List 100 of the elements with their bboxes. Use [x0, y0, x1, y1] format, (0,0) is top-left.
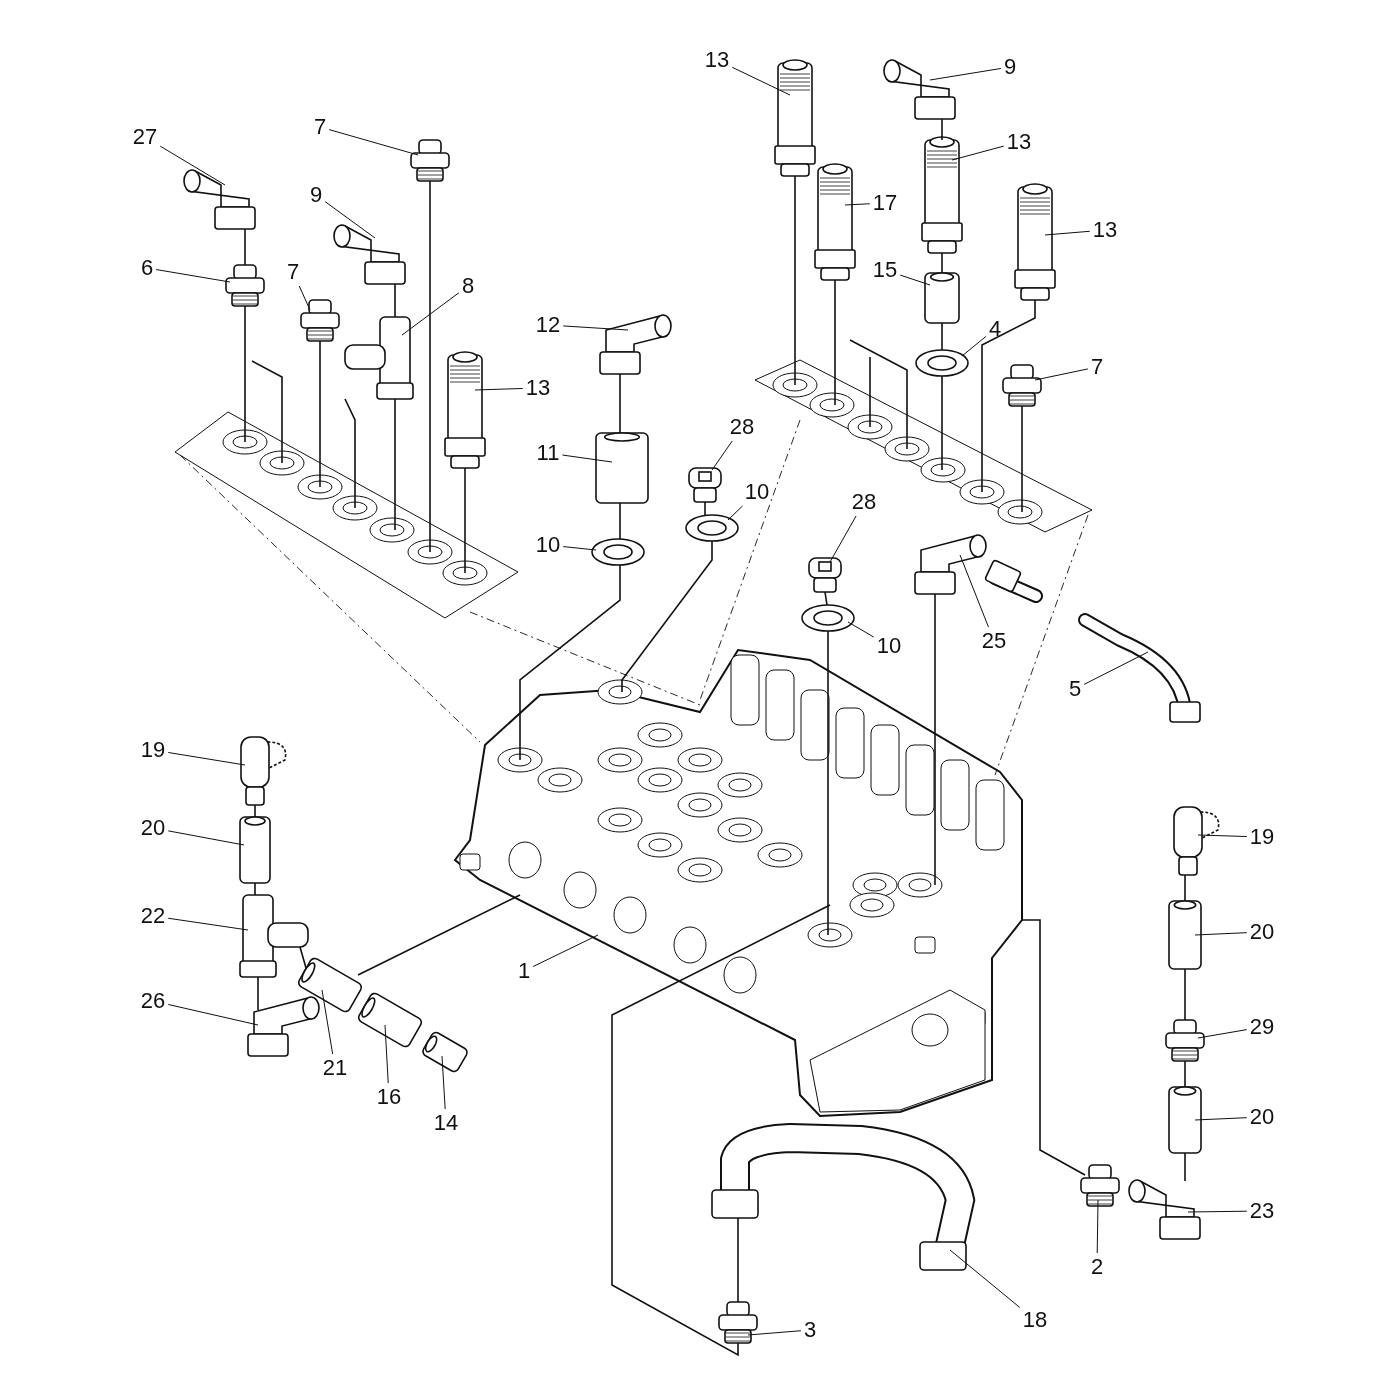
callout-number: 12	[534, 313, 562, 337]
callout-number: 28	[728, 415, 756, 439]
leader-line	[562, 546, 597, 551]
leader-line	[167, 830, 245, 846]
callout-number: 20	[1248, 920, 1276, 944]
leader-line	[532, 934, 599, 968]
leader-line	[731, 66, 791, 96]
leader-line	[1187, 1210, 1248, 1213]
callout-number: 29	[1248, 1015, 1276, 1039]
port-plate-drawing	[174, 411, 519, 619]
callout-number: 23	[1248, 1199, 1276, 1223]
leader-line	[321, 989, 334, 1055]
leader-line	[929, 68, 1002, 81]
callout-number: 16	[375, 1085, 403, 1109]
elbow-fitting-drawing	[247, 996, 320, 1057]
callout-number: 13	[1091, 218, 1119, 242]
callout-number: 10	[534, 533, 562, 557]
callout-number: 5	[1067, 677, 1083, 701]
callout-number: 20	[139, 816, 167, 840]
leader-line	[561, 454, 613, 463]
assembly-line	[834, 279, 836, 406]
assembly-line	[257, 976, 259, 1011]
washer-drawing	[591, 538, 645, 566]
leader-line	[1194, 932, 1248, 936]
leader-line	[961, 335, 987, 357]
callout-number: 13	[524, 376, 552, 400]
leader-line	[1197, 1029, 1248, 1039]
leader-line	[747, 1330, 802, 1336]
assembly-line	[621, 540, 713, 693]
plug-drawing	[688, 467, 722, 503]
assembly-line	[941, 252, 943, 274]
leader-line	[167, 1004, 259, 1026]
leader-line	[384, 1024, 389, 1084]
adapter-fitting-drawing	[300, 299, 340, 342]
leader-line	[727, 505, 743, 521]
leader-line	[155, 269, 231, 283]
assembly-line	[319, 340, 321, 488]
assembly-line	[941, 118, 943, 141]
callout-number: 6	[139, 256, 155, 280]
callout-number: 14	[432, 1111, 460, 1135]
leader-line	[1083, 651, 1149, 685]
assembly-line	[394, 283, 396, 318]
sensor-drawing	[1173, 806, 1220, 876]
callout-number: 21	[321, 1056, 349, 1080]
leader-line	[1096, 1199, 1099, 1254]
callout-number: 10	[743, 480, 771, 504]
adapter-fitting-drawing	[1002, 364, 1042, 407]
pipe-nipple-drawing	[814, 163, 856, 281]
callout-number: 7	[285, 260, 301, 284]
adapter-fitting-drawing	[1165, 1019, 1205, 1062]
plug-drawing	[808, 557, 842, 593]
leader-line	[474, 388, 524, 391]
projection-line	[179, 454, 481, 743]
pipe-nipple-drawing	[1014, 183, 1056, 301]
tube-drawing	[711, 1123, 975, 1271]
callout-number: 26	[139, 989, 167, 1013]
assembly-line	[429, 180, 431, 553]
adapter-fitting-drawing	[410, 139, 450, 182]
assembly-line	[1021, 405, 1023, 513]
callout-number: 3	[802, 1318, 818, 1342]
assembly-line	[244, 305, 246, 443]
assembly-line	[344, 398, 356, 509]
coupling-drawing	[239, 816, 271, 884]
reducer-fitting-drawing	[924, 272, 960, 324]
callout-number: 9	[1002, 55, 1018, 79]
elbow-fitting-drawing	[914, 534, 987, 595]
assembly-line	[869, 356, 871, 428]
callout-number: 2	[1089, 1255, 1105, 1279]
assembly-line	[824, 591, 828, 606]
assembly-line	[737, 1217, 739, 1303]
assembly-line	[299, 946, 307, 969]
washer-drawing	[915, 349, 969, 377]
coupling-drawing	[595, 432, 649, 504]
callout-number: 9	[308, 183, 324, 207]
callout-number: 19	[139, 738, 167, 762]
elbow-fitting-drawing	[333, 224, 406, 285]
leader-line	[441, 1055, 446, 1110]
assembly-line	[941, 375, 943, 471]
assembly-line	[1184, 968, 1186, 1021]
leader-line	[711, 440, 733, 471]
assembly-line	[934, 593, 936, 886]
callout-number: 4	[987, 317, 1003, 341]
leader-line	[844, 203, 871, 206]
callout-number: 7	[1089, 355, 1105, 379]
leader-line	[324, 201, 376, 239]
assembly-line	[251, 360, 283, 464]
elbow-fitting-drawing	[883, 59, 956, 120]
adapter-fitting-drawing	[1080, 1164, 1120, 1207]
assembly-line	[619, 373, 621, 434]
assembly-line	[254, 882, 256, 896]
assembly-line	[1184, 1060, 1186, 1088]
elbow-fitting-drawing	[183, 169, 256, 230]
leader-line	[949, 1249, 1021, 1308]
leader-line	[167, 917, 249, 931]
pipe-nipple-drawing	[444, 351, 486, 469]
assembly-line	[611, 904, 831, 1357]
tee-fitting-drawing	[239, 894, 309, 978]
assembly-line	[794, 175, 796, 386]
sensor-drawing	[240, 736, 287, 806]
coupling-drawing	[1168, 1086, 1202, 1154]
